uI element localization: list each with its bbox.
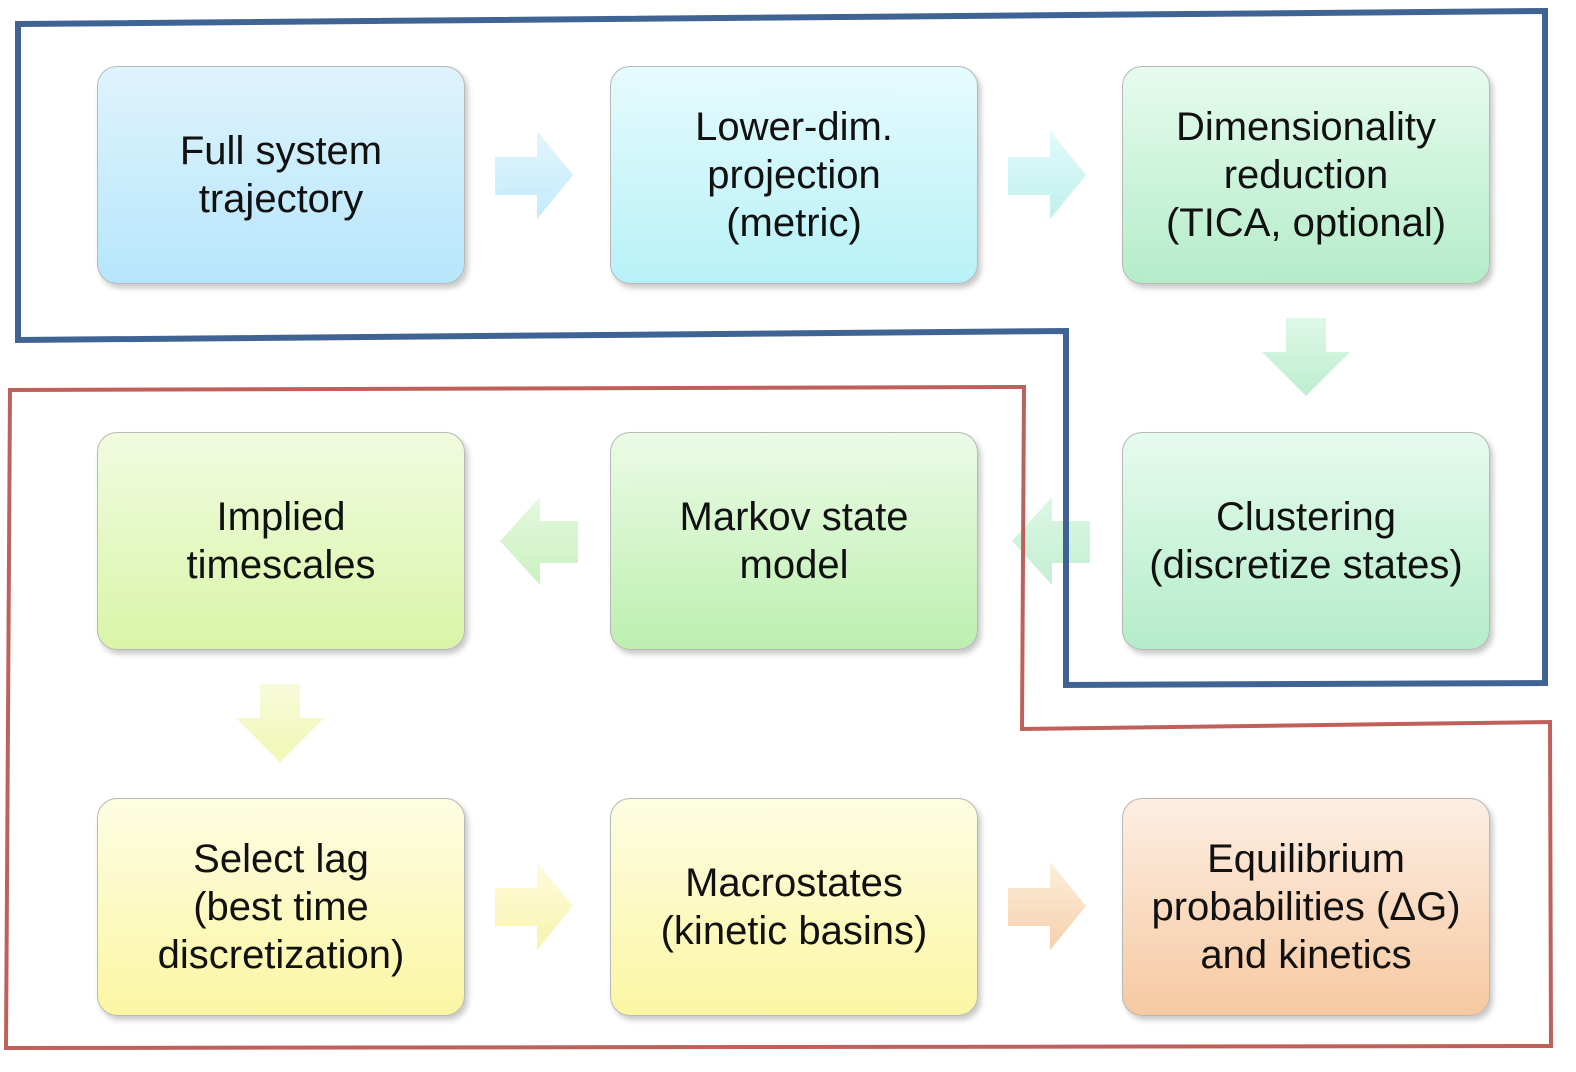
arrow-right-icon	[495, 862, 573, 950]
box-macrostates: Macrostates (kinetic basins)	[610, 798, 978, 1016]
box-select-lag: Select lag (best time discretization)	[97, 798, 465, 1016]
box-label: Dimensionality reduction (TICA, optional…	[1165, 105, 1447, 245]
box-label: Full system trajectory	[179, 129, 383, 221]
arrow-right-icon	[495, 131, 573, 219]
box-markov-state-model: Markov state model	[610, 432, 978, 650]
box-implied-timescales: Implied timescales	[97, 432, 465, 650]
arrow-left-icon	[500, 497, 578, 585]
arrow-right-icon	[1008, 862, 1086, 950]
arrow-down-icon	[236, 684, 324, 762]
arrow-left-icon	[1012, 497, 1090, 585]
box-clustering: Clustering (discretize states)	[1122, 432, 1490, 650]
box-full-system-trajectory: Full system trajectory	[97, 66, 465, 284]
arrow-down-icon	[1262, 318, 1350, 396]
box-label: Markov state model	[679, 495, 909, 587]
box-label: Clustering (discretize states)	[1149, 495, 1463, 587]
box-label: Lower-dim. projection (metric)	[695, 105, 893, 245]
red-group-outline	[3, 384, 1554, 1051]
arrow-right-icon	[1008, 131, 1086, 219]
box-label: Implied timescales	[186, 495, 376, 587]
blue-group-outline	[15, 7, 1548, 689]
box-label: Select lag (best time discretization)	[157, 837, 405, 977]
box-dimensionality-reduction: Dimensionality reduction (TICA, optional…	[1122, 66, 1490, 284]
box-equilibrium: Equilibrium probabilities (ΔG) and kinet…	[1122, 798, 1490, 1016]
box-lower-dim-projection: Lower-dim. projection (metric)	[610, 66, 978, 284]
box-label: Macrostates (kinetic basins)	[660, 861, 928, 953]
box-label: Equilibrium probabilities (ΔG) and kinet…	[1151, 837, 1461, 977]
